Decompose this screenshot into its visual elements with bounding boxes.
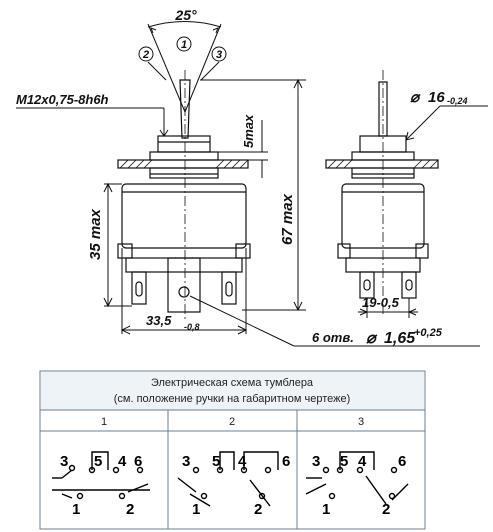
angle-line-left [147,23,186,113]
angle-arrow-left [150,27,157,34]
schematic-3-pin-5: 5 [340,453,348,470]
nut-bottom [149,167,219,179]
switch-base [125,257,243,273]
panel-hatching [119,159,249,169]
schematic-2-pin-4: 4 [238,453,247,470]
terminal-right [221,271,237,305]
schematic-table [39,370,426,530]
lever-angle-group [138,21,227,113]
position-label-2: 2 [142,49,149,61]
height-body-dim [103,182,132,308]
switch-body [121,183,247,249]
hole-tolerance: +0,25 [414,327,443,339]
collar-label: 5max [241,114,256,148]
diameter-symbol: ⌀ [410,89,421,106]
front-view [117,79,251,313]
schematic-2-pin-1: 1 [192,501,200,518]
schematic-1-pin-6: 6 [134,453,142,470]
thread-leader [16,107,169,137]
schematic-1-pin-3: 3 [60,453,68,470]
hole-diameter-label: 1,65 [384,330,416,347]
table-column-3: 3 [358,416,364,428]
schematic-1-pin-5: 5 [94,453,102,470]
table-column-2: 2 [229,416,235,428]
schematic-1-pin-2: 2 [126,501,134,518]
schematic-3-pin-6: 6 [398,453,406,470]
side-terminal-right [401,271,417,299]
schematic-3 [305,451,409,505]
table-title-line1: Электрическая схема тумблера [151,377,314,389]
position-arrow-2 [147,61,167,81]
diameter-label: 16 [428,89,445,106]
height-body-label: 35 max [87,208,104,260]
pin-spacing-dim [358,298,418,318]
angle-arc [147,21,222,28]
hole-diameter-symbol: ⌀ [366,330,378,347]
schematic-1-pin-1: 1 [72,501,80,518]
angle-arrow-right [212,27,219,34]
width-body-label: 33,5 [146,313,172,328]
schematic-3-pin-3: 3 [312,453,320,470]
position-label-1: 1 [181,39,187,51]
position-label-3: 3 [216,49,222,61]
height-total-label: 67 max [279,193,296,245]
table-header [41,372,424,410]
lever [179,79,191,139]
schematic-1-pin-4: 4 [118,453,127,470]
terminal-left [131,271,147,305]
table-title-line2: (см. положение ручки на габаритном черте… [114,393,351,405]
side-view [325,81,439,299]
pin-spacing-label: 19-0,5 [362,295,400,310]
schematic-1 [52,451,150,500]
height-total-dim [200,78,306,312]
schematic-2-pin-2: 2 [254,501,262,518]
schematic-3-pin-1: 1 [322,501,330,518]
schematic-2-pin-6: 6 [282,453,290,470]
schematic-3-pin-4: 4 [358,453,367,470]
center-terminal [167,257,201,313]
diameter-leader [405,105,488,141]
thread-label: M12x0,75-8h6h [16,92,109,107]
position-circle-1 [176,36,192,52]
schematic-2-pin-5: 5 [212,453,220,470]
schematic-3-pin-2: 2 [382,501,390,518]
angle-label: 25° [174,7,197,23]
position-arrow-3 [200,61,220,81]
width-body-tolerance: -0,8 [184,322,200,332]
position-circle-3 [211,46,227,62]
holes-leader [189,295,480,347]
diameter-tolerance: -0,24 [447,96,468,106]
schematic-2 [177,451,279,507]
collar-dim [218,120,268,178]
position-circle-2 [138,46,154,62]
side-panel-hatching [327,159,439,169]
angle-line-right [184,23,222,113]
nut-top [149,151,219,161]
terminal-hole [178,286,190,298]
holes-label: 6 отв. [312,330,354,345]
table-column-1: 1 [101,416,107,428]
schematic-2-pin-3: 3 [182,453,190,470]
width-body-dim [120,248,248,335]
